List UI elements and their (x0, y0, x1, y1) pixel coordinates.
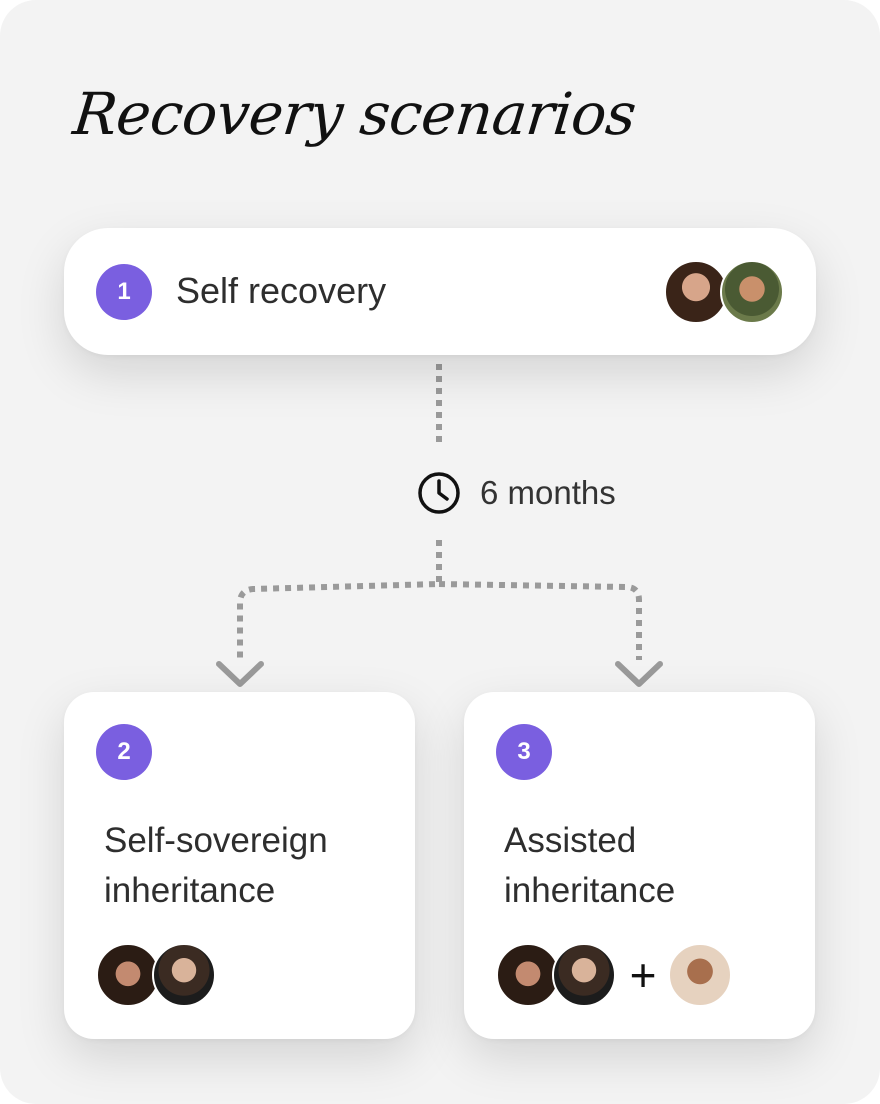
scenario-card-self-recovery: 1 Self recovery (64, 228, 816, 355)
duration-label: 6 months (480, 474, 616, 511)
scenario-label: Assisted inheritance (504, 821, 676, 910)
avatar-group (96, 943, 216, 1007)
arrow-head-right (615, 661, 663, 687)
step-number-badge: 1 (96, 264, 152, 320)
avatar (720, 260, 784, 324)
avatar-group: + (496, 943, 732, 1007)
connector-split (237, 540, 642, 660)
avatar (668, 943, 732, 1007)
scenario-label: Self recovery (176, 270, 387, 311)
avatar (552, 943, 616, 1007)
scenario-card-assisted-inheritance: 3 Assisted inheritance + (464, 692, 815, 1039)
scenario-card-self-sovereign-inheritance: 2 Self-sovereign inheritance (64, 692, 415, 1039)
avatar (496, 943, 560, 1007)
arrow-head-left (216, 661, 264, 687)
avatar-group (664, 260, 784, 324)
clock-icon (418, 472, 460, 514)
duration-marker: 6 months (416, 470, 616, 516)
avatar (96, 943, 160, 1007)
plus-icon: + (629, 949, 657, 1001)
step-number-badge: 2 (96, 724, 152, 780)
step-number-badge: 3 (496, 724, 552, 780)
avatar (152, 943, 216, 1007)
avatar (664, 260, 728, 324)
scenario-label: Self-sovereign inheritance (104, 821, 328, 910)
